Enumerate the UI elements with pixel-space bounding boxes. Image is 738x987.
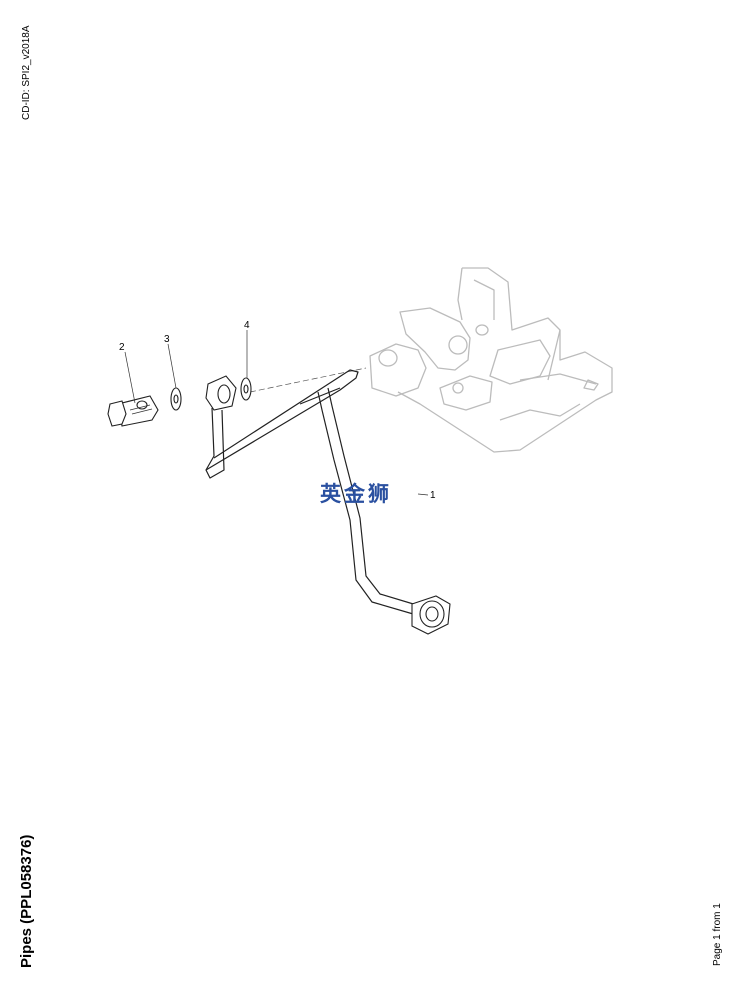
callout-label-2: 2 [119, 342, 125, 353]
engine-housing [369, 267, 613, 453]
assembly-line [249, 367, 367, 393]
callout-2: 2 [119, 342, 136, 404]
callout-label-1: 1 [430, 490, 436, 501]
pipe-assembly [205, 369, 451, 635]
callout-1: 1 [417, 490, 436, 501]
callout-label-3: 3 [164, 334, 170, 345]
watermark: 英金狮 [320, 482, 392, 506]
callout-label-4: 4 [244, 320, 250, 331]
sealing-washer-4 [240, 377, 252, 401]
banjo-bolt [107, 395, 159, 427]
callout-3: 3 [164, 334, 177, 389]
callout-4: 4 [244, 320, 250, 378]
sealing-washer-3 [170, 387, 182, 411]
